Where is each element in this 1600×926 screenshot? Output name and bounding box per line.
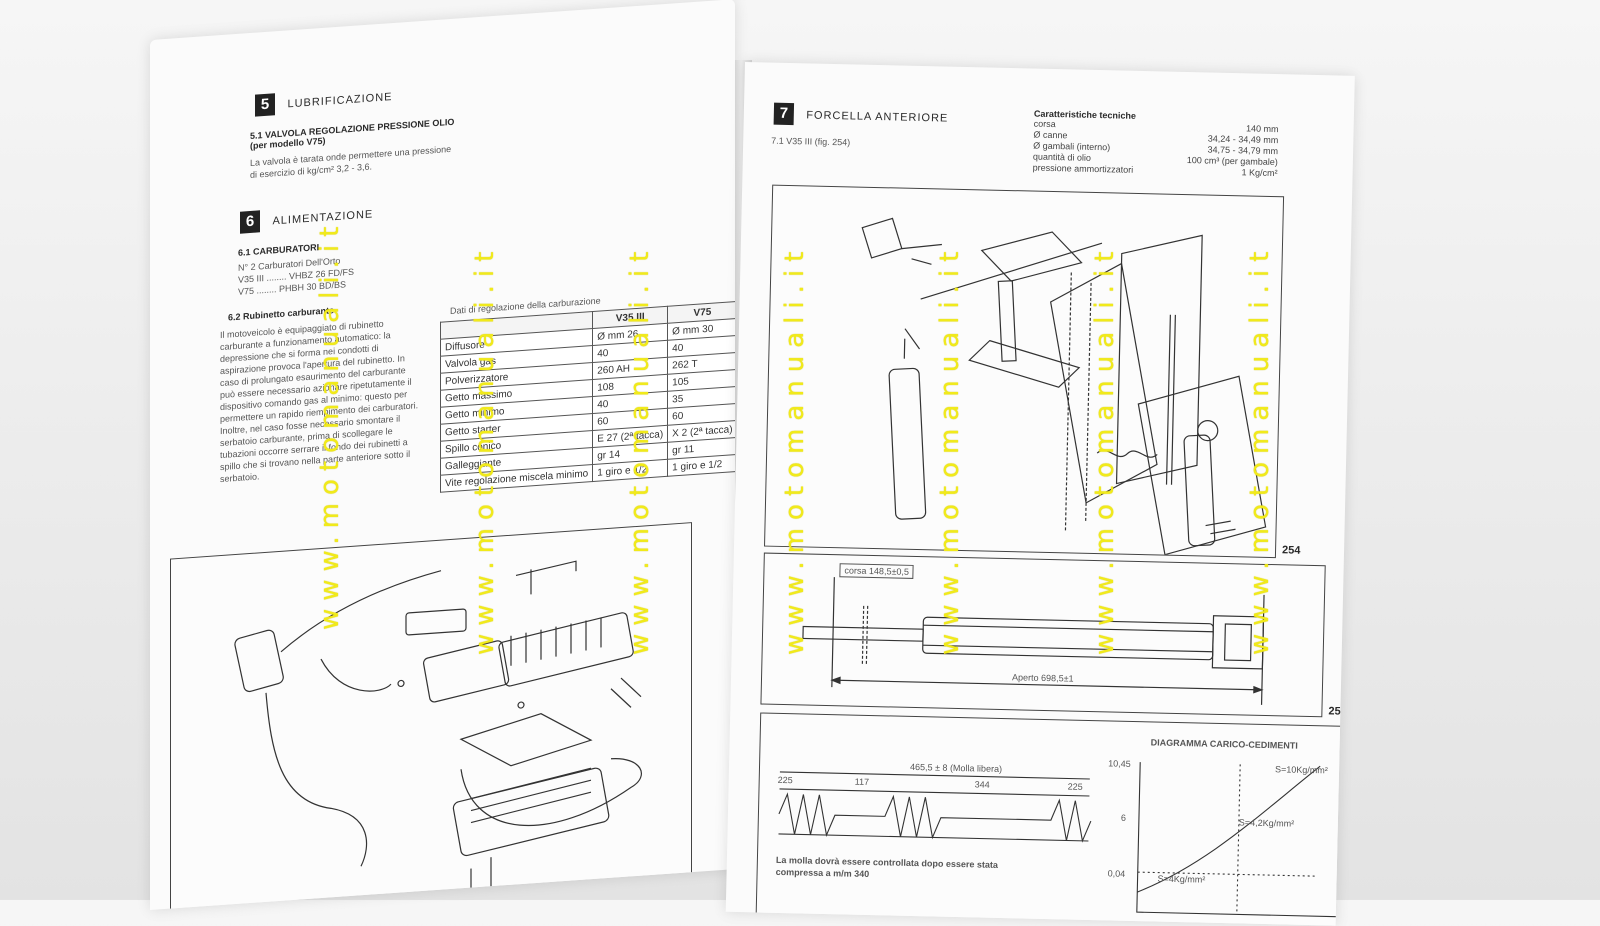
- open-length-dimension: Aperto 698,5±1: [1011, 672, 1074, 684]
- diagram-label-s1: S=4Kg/mm²: [1157, 873, 1206, 885]
- watermark: www.motomanuali.it: [1090, 243, 1120, 655]
- fork-exploded-drawing: [861, 217, 1267, 556]
- watermark: www.motomanuali.it: [780, 243, 810, 655]
- section-number: 6: [240, 210, 260, 234]
- watermark: www.motomanuali.it: [315, 218, 345, 630]
- diagram-label-s3: S=10Kg/mm²: [1274, 764, 1328, 776]
- section-7-heading: 7 FORCELLA ANTERIORE: [773, 102, 949, 129]
- figure-exploded-tank: [170, 522, 692, 910]
- spec-label: corsa: [1033, 118, 1056, 130]
- shock-absorber-drawing: [802, 577, 1265, 705]
- diagram-label-s2: S=4,2Kg/mm²: [1238, 817, 1295, 829]
- diagram-y-mid: 6: [1120, 812, 1127, 823]
- section-5-heading: 5 LUBRIFICAZIONE: [255, 85, 393, 117]
- figure-255-shock: corsa 148,5±0,5 Aperto 698,5±1: [760, 552, 1326, 718]
- section-title: LUBRIFICAZIONE: [287, 91, 393, 111]
- spec-label: Ø canne: [1033, 129, 1068, 141]
- left-page: 5 LUBRIFICAZIONE 5.1 VALVOLA REGOLAZIONE…: [150, 0, 735, 910]
- spring-dim-center: 344: [974, 779, 990, 790]
- figure-254-number: 254: [1281, 544, 1301, 557]
- spec-value: 1 Kg/cm²: [1241, 167, 1278, 179]
- watermark: www.motomanuali.it: [935, 243, 965, 655]
- spring-free-length: 465,5 ± 8 (Molla libera): [909, 761, 1003, 775]
- spec-value: 140 mm: [1245, 123, 1279, 135]
- section-number: 7: [773, 102, 795, 126]
- figure-256-spring: 465,5 ± 8 (Molla libera) 225 117 344 225…: [755, 712, 1343, 926]
- spring-dim-mid: 117: [854, 776, 870, 787]
- stroke-dimension: corsa 148,5±0,5: [839, 563, 915, 579]
- watermark: www.motomanuali.it: [625, 243, 655, 655]
- spec-value: 100 cm³ (per gambale): [1186, 155, 1278, 168]
- spec-label: pressione ammortizzatori: [1032, 162, 1134, 175]
- subsection-6-1-title: 6.1 CARBURATORI: [238, 242, 320, 258]
- spring-dim-right: 225: [1067, 781, 1083, 792]
- table-cell: 1 giro e 1/2: [667, 454, 735, 477]
- watermark: www.motomanuali.it: [1245, 243, 1275, 655]
- figure-254-fork-exploded: [764, 184, 1285, 559]
- watermark: www.motomanuali.it: [470, 243, 500, 655]
- exploded-fuel-system-drawing: [234, 560, 642, 909]
- figure-255-number: 255: [1328, 705, 1347, 718]
- subsection-7-1-title: 7.1 V35 III (fig. 254): [771, 135, 851, 148]
- section-number: 5: [255, 93, 275, 117]
- right-page: 7 FORCELLA ANTERIORE 7.1 V35 III (fig. 2…: [725, 62, 1355, 926]
- section-title: FORCELLA ANTERIORE: [806, 109, 949, 125]
- diagram-y-max: 10,45: [1108, 758, 1131, 769]
- section-6-heading: 6 ALIMENTAZIONE: [240, 202, 373, 234]
- spring-dim-left: 225: [777, 774, 793, 786]
- diagram-y-low: 0,04: [1107, 868, 1126, 879]
